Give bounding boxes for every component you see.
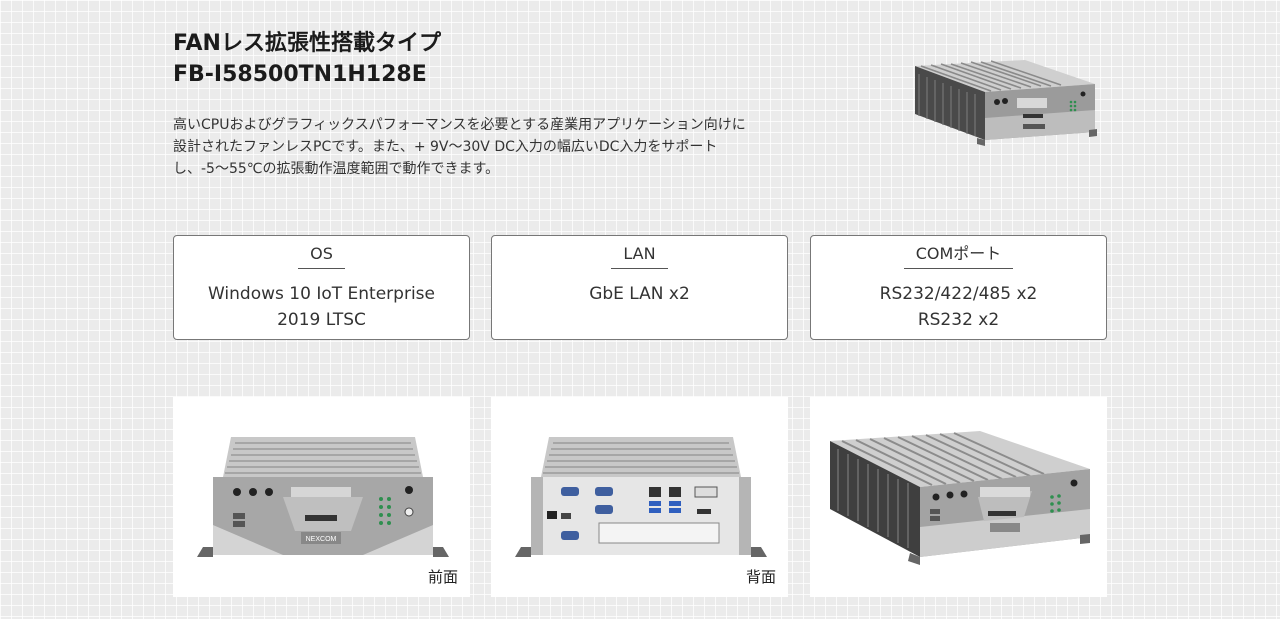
spec-card-lan: LAN GbE LAN x2 [491, 235, 788, 340]
photo-caption-front: 前面 [427, 568, 458, 586]
photo-angled-view [810, 397, 1107, 597]
back-device-image [515, 437, 767, 557]
spec-value-line: GbE LAN x2 [589, 284, 690, 304]
spec-value-line: RS232/422/485 x2 [879, 284, 1038, 304]
spec-value: GbE LAN x2 [492, 281, 787, 307]
product-hero-image [915, 60, 1097, 146]
photo-caption-back: 背面 [745, 568, 776, 586]
nexcom-logo: NEXCOM [306, 536, 337, 543]
spec-value: Windows 10 IoT Enterprise 2019 LTSC [174, 281, 469, 333]
front-device-image: NEXCOM [197, 437, 449, 557]
spec-value-line: 2019 LTSC [277, 310, 366, 330]
spec-value: RS232/422/485 x2 RS232 x2 [811, 281, 1106, 333]
product-description: 高いCPUおよびグラフィックスパフォーマンスを必要とする産業用アプリケーション向… [173, 114, 893, 180]
spec-title: LAN [611, 244, 668, 269]
angled-device-image [830, 431, 1090, 565]
photo-back-view: 背面 [491, 397, 788, 597]
description-line: 設計されたファンレスPCです。また、+ 9V〜30V DC入力の幅広いDC入力を… [173, 139, 718, 155]
spec-card-os: OS Windows 10 IoT Enterprise 2019 LTSC [173, 235, 470, 340]
product-series-title: FANレス拡張性搭載タイプ [173, 31, 441, 56]
spec-card-com-port: COMポート RS232/422/485 x2 RS232 x2 [810, 235, 1107, 340]
product-title: FANレス拡張性搭載タイプ FB-I58500TN1H128E [173, 28, 441, 90]
product-model-number: FB-I58500TN1H128E [173, 62, 427, 87]
description-line: し、-5〜55℃の拡張動作温度範囲で動作できます。 [173, 161, 500, 177]
spec-value-line: RS232 x2 [917, 310, 1000, 330]
description-line: 高いCPUおよびグラフィックスパフォーマンスを必要とする産業用アプリケーション向… [173, 117, 746, 133]
spec-value-line: Windows 10 IoT Enterprise [208, 284, 435, 304]
spec-title: COMポート [903, 244, 1014, 269]
photo-front-view: NEXCOM 前面 [173, 397, 470, 597]
spec-title: OS [298, 244, 345, 269]
